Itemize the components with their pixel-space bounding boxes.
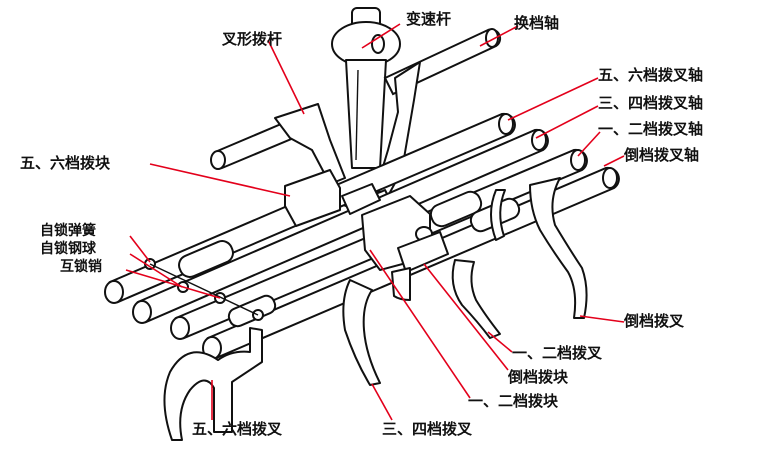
fork-reverse xyxy=(529,177,588,319)
label-shaft-5-6: 五、六档拨叉轴 xyxy=(598,66,704,84)
label-fork-3-4: 三、四档拨叉 xyxy=(382,420,473,438)
label-shaft-1-2: 一、二档拨叉轴 xyxy=(598,120,704,138)
label-block-reverse: 倒档拨块 xyxy=(508,368,569,386)
label-fork-5-6: 五、六档拨叉 xyxy=(192,420,283,438)
fork-1-2 xyxy=(451,259,501,339)
label-interlock-pin: 互锁销 xyxy=(60,259,102,275)
label-fork-lever: 叉形拨杆 xyxy=(222,30,283,48)
label-block-5-6: 五、六档拨块 xyxy=(20,154,111,172)
shift-forks xyxy=(163,177,588,441)
leader-lines xyxy=(125,23,625,421)
fork-5-6 xyxy=(163,327,263,441)
block-5-6 xyxy=(284,169,341,227)
label-fork-1-2: 一、二档拨叉 xyxy=(512,344,603,362)
fork-3-4 xyxy=(342,279,381,386)
block-1-2 xyxy=(397,231,449,273)
label-self-lock-spring: 自锁弹簧 xyxy=(40,223,96,239)
label-self-lock-ball: 自锁钢球 xyxy=(40,241,96,257)
shift-blocks xyxy=(284,169,449,273)
label-shaft-3-4: 三、四档拨叉轴 xyxy=(598,94,704,112)
label-fork-reverse: 倒档拨叉 xyxy=(624,312,685,330)
label-shift-shaft: 换档轴 xyxy=(514,14,560,32)
label-shift-lever: 变速杆 xyxy=(406,10,452,28)
label-shaft-reverse: 倒档拨叉轴 xyxy=(624,146,700,164)
label-block-1-2: 一、二档拨块 xyxy=(468,392,559,410)
